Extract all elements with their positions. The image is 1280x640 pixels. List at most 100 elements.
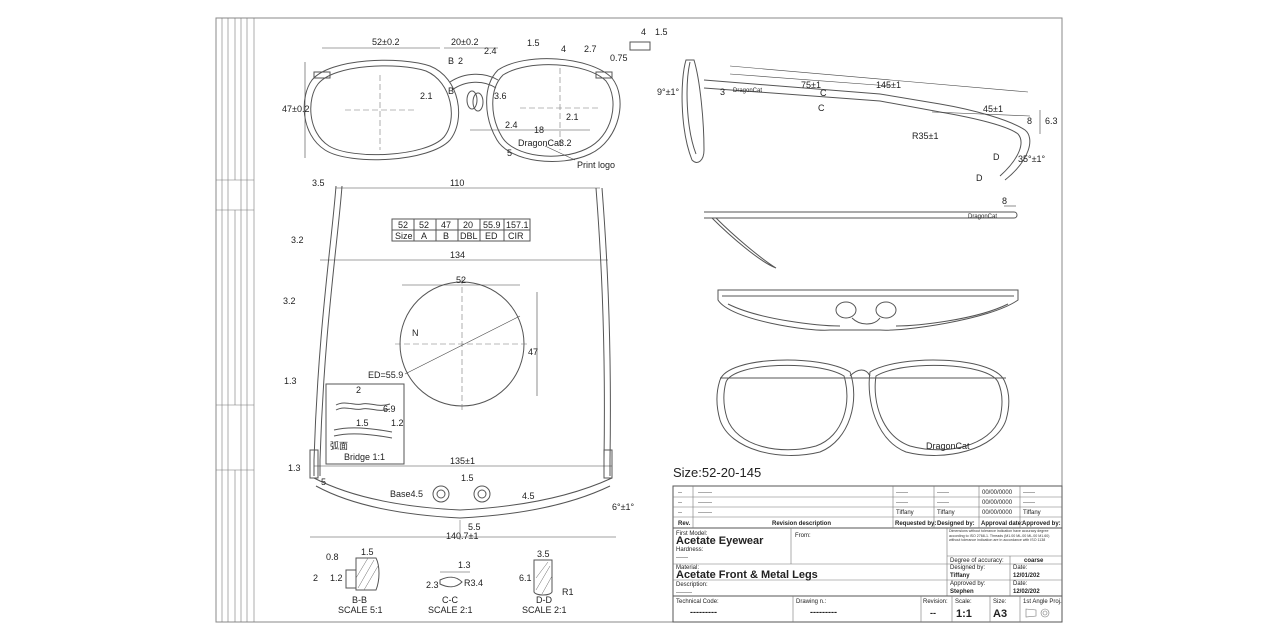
lens-detail — [395, 278, 538, 410]
approved-date-label: Date: — [1013, 581, 1028, 587]
front-brand: DragonCat — [518, 138, 562, 148]
size-table-h2: A — [421, 231, 427, 241]
right-hinge — [595, 71, 613, 79]
scale-label: Scale: — [955, 599, 972, 605]
description-value: -------- — [676, 590, 692, 596]
material-value: Acetate Front & Metal Legs — [676, 569, 818, 581]
first-model-value: Acetate Eyewear — [676, 535, 764, 547]
section-cc-scale: SCALE 2:1 — [428, 605, 473, 615]
drawing-label: Drawing n.: — [796, 599, 827, 605]
size-field-value: A3 — [993, 608, 1007, 620]
left-tolerance-strip — [216, 18, 255, 622]
side-c-lower: C — [818, 103, 825, 113]
revision-label: Revision: — [923, 599, 948, 605]
perspective-front-view — [716, 359, 1010, 456]
side-angle-9: 9°±1° — [657, 87, 680, 97]
folded-top-view — [717, 289, 1019, 331]
section-d-d — [533, 559, 553, 596]
rev-header-by: Designed by: — [937, 521, 975, 527]
front-dim-9: 18 — [534, 125, 544, 135]
rev-row2-rev: -- — [678, 500, 682, 506]
top-front-width: 135±1 — [450, 456, 475, 466]
top-angle: 6°±1° — [612, 502, 635, 512]
size-table — [391, 218, 531, 242]
designed-value: Tiffany — [950, 573, 970, 579]
top-view — [309, 185, 616, 540]
top-dim-4: 1.3 — [284, 376, 297, 386]
rev-row3-rev: -- — [678, 510, 682, 516]
side-brand: DragonCat — [733, 88, 762, 94]
front-dim-6: 2.1 — [420, 91, 433, 101]
left-hinge — [313, 71, 331, 79]
lens-width: 52 — [456, 275, 466, 285]
size-table-h6: CIR — [508, 231, 524, 241]
side-dim-45: 45±1 — [983, 104, 1003, 114]
approved-label: Approved by: — [950, 581, 986, 587]
section-dd-dim-2: 6.1 — [519, 573, 532, 583]
designed-label: Designed by: — [950, 565, 985, 571]
angle-projection: 1st Angle Proj. — [1023, 599, 1062, 605]
side-dim-3: 3 — [720, 87, 725, 97]
front-dim-3: 2.7 — [584, 44, 597, 54]
section-cc-dim-1: 1.3 — [458, 560, 471, 570]
front-dim-7: 3.6 — [494, 91, 507, 101]
left-rim-inner — [310, 65, 452, 156]
sheet-border — [215, 17, 1063, 623]
rev-header-desc: Revision description — [772, 521, 831, 527]
bridge-dim-1: 2 — [356, 385, 361, 395]
bridge-curve-label: 弧面 — [330, 440, 348, 451]
front-label-b1: B — [448, 56, 454, 66]
side-view — [681, 59, 1041, 181]
from-label: From: — [795, 533, 811, 539]
front-dim-15: 0.75 — [610, 53, 628, 63]
section-cc-dim-2: 2.3 — [426, 580, 439, 590]
size-table-v6: 157.1 — [506, 220, 529, 230]
side-dim-145: 145±1 — [876, 80, 901, 90]
bridge-detail — [325, 383, 405, 465]
rev-row3-req: Tiffany — [896, 510, 914, 516]
right-rim-inner — [492, 64, 614, 157]
first-model-label: First Model: — [676, 531, 708, 537]
lens-ed: ED=55.9 — [368, 370, 403, 380]
technical-code-label: Technical Code: — [676, 599, 719, 605]
size-field-label: Size: — [993, 599, 1007, 605]
lens-height: 47 — [528, 347, 538, 357]
rev-row2-date: 00/00/0000 — [982, 500, 1013, 506]
left-temple-top — [313, 185, 337, 476]
rev-row3-appr: Tiffany — [1023, 510, 1041, 516]
section-bb-caption: B-B — [352, 595, 367, 605]
size-label: Size:52-20-145 — [673, 465, 761, 480]
side-dim-75: 75±1 — [801, 80, 821, 90]
side-angle-35: 35°±1° — [1018, 154, 1046, 164]
rev-row1-req: ------ — [896, 490, 908, 496]
top-dim-3: 3.2 — [283, 296, 296, 306]
perspective-brand: DragonCat — [926, 441, 970, 451]
technical-code-value: --------- — [690, 607, 717, 617]
rev-header-rev: Rev. — [678, 521, 691, 527]
rev-header-req: Requested by: — [895, 521, 936, 527]
rev-row3-by: Tiffany — [937, 510, 955, 516]
front-dim-10: 2.1 — [566, 112, 579, 122]
rev-row1-desc: ------- — [698, 490, 712, 496]
front-view — [303, 47, 621, 163]
rev-row3-date: 00/00/0000 — [982, 510, 1013, 516]
side-radius: R35±1 — [912, 131, 938, 141]
rev-row1-by: ------ — [937, 490, 949, 496]
revision-value: -- — [930, 608, 936, 618]
front-bridge-width: 20±0.2 — [451, 37, 478, 47]
front-lens-height: 47±0.2 — [282, 104, 309, 114]
top-dim-5: 1.3 — [288, 463, 301, 473]
right-rim-outer — [486, 58, 621, 163]
top-dim-1: 3.5 — [312, 178, 325, 188]
front-dim-8: 2.4 — [505, 120, 518, 130]
rev-row1-date: 00/00/0000 — [982, 490, 1013, 496]
rev-header-appr: Approved by: — [1022, 521, 1061, 527]
temple-brand: DragonCat — [968, 214, 997, 220]
drawing-value: --------- — [810, 607, 837, 617]
rev-row2-by: ------ — [937, 500, 949, 506]
section-dd-dim-3: R1 — [562, 587, 574, 597]
side-temple — [703, 79, 1031, 181]
top-dim-7: 1.5 — [461, 473, 474, 483]
side-d-upper: D — [993, 152, 1000, 162]
